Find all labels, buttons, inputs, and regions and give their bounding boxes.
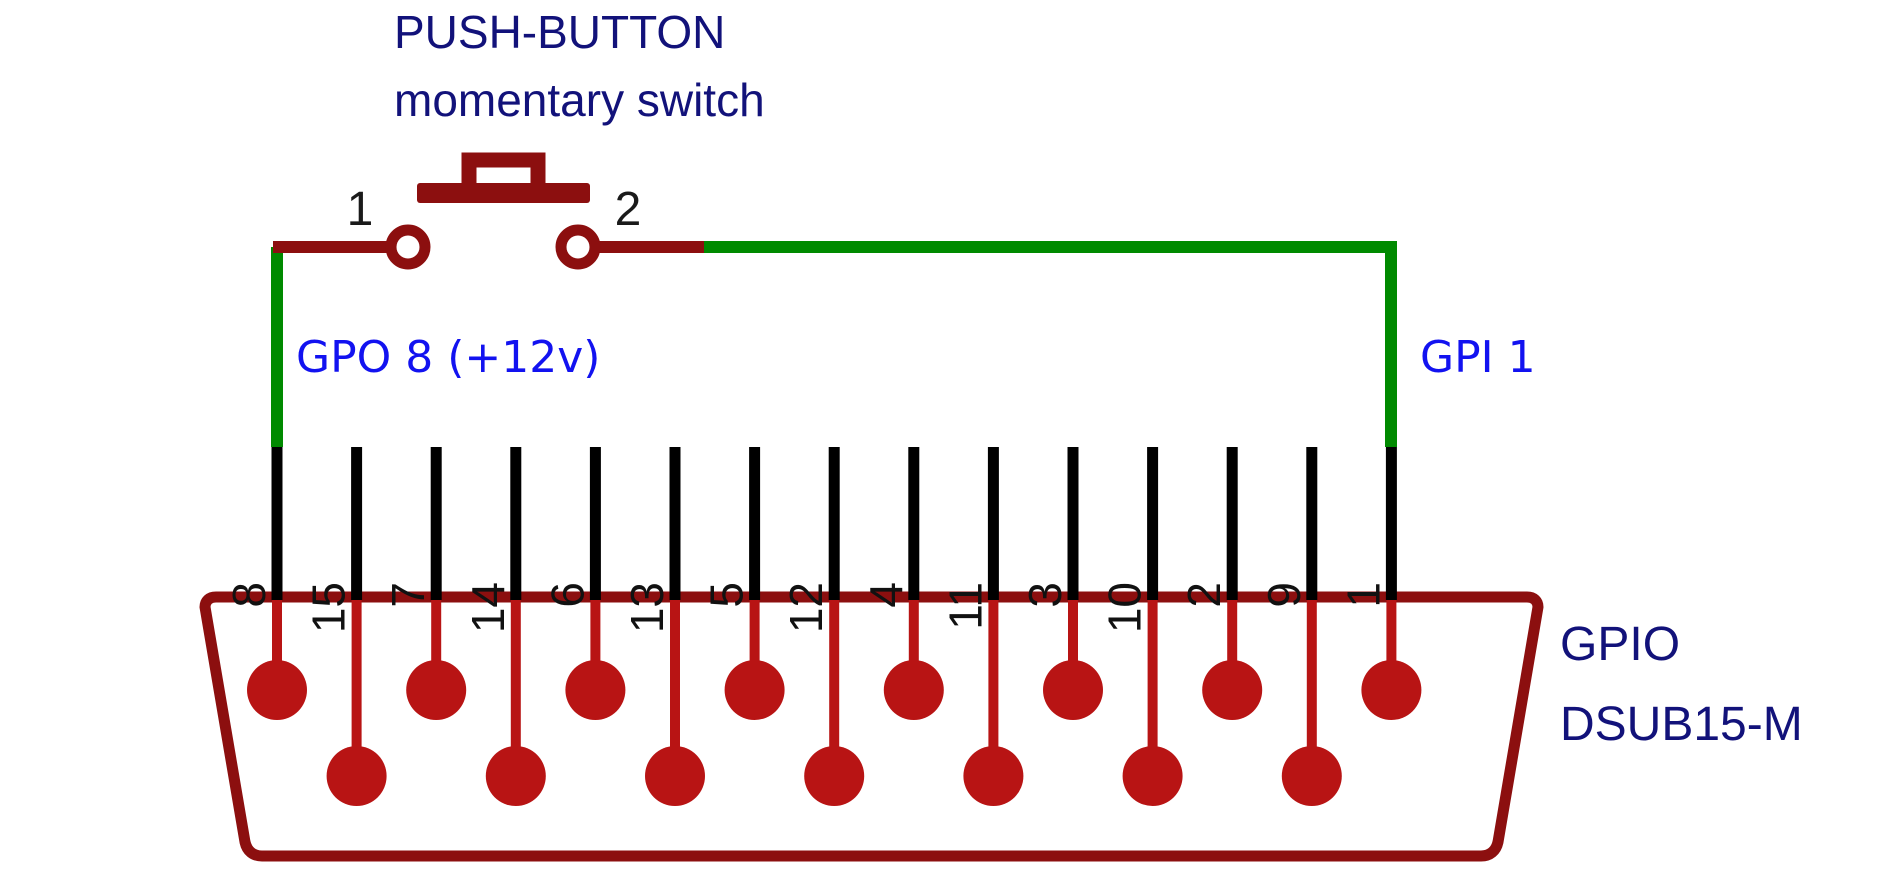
switch-terminal-label-2: 2 xyxy=(615,183,642,236)
connector-pin-6[interactable]: 6 xyxy=(541,447,626,720)
pin-dot-6[interactable] xyxy=(565,660,626,720)
net-label-gpi1: GPI 1 xyxy=(1420,332,1536,383)
pin-number-6: 6 xyxy=(541,582,593,608)
pin-number-1: 1 xyxy=(1337,582,1389,608)
title-line-2: momentary switch xyxy=(394,74,765,126)
pin-number-2: 2 xyxy=(1178,582,1230,608)
connector-pin-15[interactable]: 15 xyxy=(303,447,387,806)
pin-number-4: 4 xyxy=(860,582,912,608)
pin-dot-2[interactable] xyxy=(1202,660,1263,720)
connector-label-name: GPIO xyxy=(1560,618,1680,671)
pin-dot-14[interactable] xyxy=(485,746,546,806)
pin-number-11: 11 xyxy=(939,582,991,630)
pin-dot-15[interactable] xyxy=(326,746,387,806)
pin-dot-12[interactable] xyxy=(804,746,865,806)
pin-number-8: 8 xyxy=(223,582,275,608)
connector-label-type: DSUB15-M xyxy=(1560,698,1803,751)
connector-pin-8[interactable]: 8 xyxy=(223,447,307,720)
connector-pin-4[interactable]: 4 xyxy=(860,447,944,720)
pin-number-9: 9 xyxy=(1258,582,1310,608)
connector-pin-14[interactable]: 14 xyxy=(462,447,546,806)
connector-pin-layer: 8 15 7 14 6 13 5 12 4 11 3 10 2 9 1 xyxy=(223,447,1422,806)
pin-number-14: 14 xyxy=(462,582,514,633)
connector-pin-10[interactable]: 10 xyxy=(1099,447,1183,806)
pin-dot-5[interactable] xyxy=(724,660,785,720)
pin-dot-9[interactable] xyxy=(1281,746,1342,806)
connector-pin-13[interactable]: 13 xyxy=(621,447,705,806)
pin-dot-11[interactable] xyxy=(963,746,1024,806)
pin-number-15: 15 xyxy=(303,582,355,633)
title-line-1: PUSH-BUTTON xyxy=(394,6,725,58)
switch-actuator-bar xyxy=(417,183,590,203)
pin-dot-1[interactable] xyxy=(1361,660,1422,720)
switch-terminal-label-1: 1 xyxy=(347,183,374,236)
pin-dot-10[interactable] xyxy=(1122,746,1183,806)
pin-number-12: 12 xyxy=(780,582,832,633)
connector-pin-5[interactable]: 5 xyxy=(701,447,785,720)
connector-shell xyxy=(199,591,1544,862)
pin-dot-3[interactable] xyxy=(1043,660,1103,720)
connector-pin-1[interactable]: 1 xyxy=(1337,447,1422,720)
net-label-gpo8: GPO 8 (+12v) xyxy=(296,332,600,383)
switch-terminal-2-contact xyxy=(555,224,601,270)
switch-terminal-1-contact xyxy=(385,224,431,270)
pin-number-13: 13 xyxy=(621,582,673,633)
pin-number-3: 3 xyxy=(1019,582,1071,608)
push-button-switch[interactable] xyxy=(273,152,704,270)
connector-pin-9[interactable]: 9 xyxy=(1258,447,1342,806)
pin-dot-7[interactable] xyxy=(406,660,467,720)
connector-pin-7[interactable]: 7 xyxy=(382,447,467,720)
net-gpi1-wire xyxy=(700,241,1397,447)
pin-number-10: 10 xyxy=(1099,582,1151,633)
connector-pin-11[interactable]: 11 xyxy=(939,447,1024,806)
connector-pin-3[interactable]: 3 xyxy=(1019,447,1103,720)
net-gpi1 xyxy=(700,241,1397,447)
connector-shell-outline xyxy=(199,591,1544,862)
connector-pin-2[interactable]: 2 xyxy=(1178,447,1263,720)
pin-dot-4[interactable] xyxy=(883,660,944,720)
switch-button-cap xyxy=(461,152,546,190)
pin-number-5: 5 xyxy=(701,582,753,608)
pin-dot-13[interactable] xyxy=(645,746,705,806)
pin-dot-8[interactable] xyxy=(247,660,307,720)
connector-pin-12[interactable]: 12 xyxy=(780,447,865,806)
pin-number-7: 7 xyxy=(382,582,434,608)
